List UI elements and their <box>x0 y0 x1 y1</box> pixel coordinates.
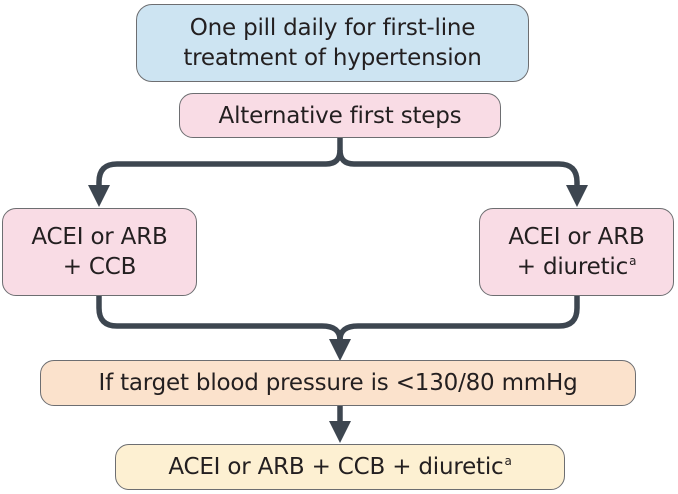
right-option-line-2-text: + diuretic <box>516 254 629 280</box>
alternatives-box: Alternative first steps <box>179 93 501 138</box>
left-option-line-1: ACEI or ARB <box>31 224 168 250</box>
title-box: One pill daily for first-line treatment … <box>136 4 529 82</box>
right-option-line-1: ACEI or ARB <box>508 224 645 250</box>
merge-line-left <box>96 296 343 341</box>
alternatives-label: Alternative first steps <box>218 102 462 129</box>
branch-arrow-right <box>337 149 588 207</box>
title-line-2: treatment of hypertension <box>183 45 482 71</box>
right-option-line-2: + diuretica <box>508 252 644 282</box>
title-line-1: One pill daily for first-line <box>189 15 476 41</box>
right-option-footnote-marker: a <box>629 254 637 268</box>
final-label-wrap: ACEI or ARB + CCB + diuretica <box>168 452 512 482</box>
final-box: ACEI or ARB + CCB + diuretica <box>115 444 565 490</box>
left-option-box: ACEI or ARB + CCB <box>2 208 197 296</box>
final-footnote-marker: a <box>504 454 512 468</box>
branch-arrow-left <box>88 138 343 207</box>
condition-box: If target blood pressure is <130/80 mmHg <box>40 360 636 406</box>
final-label: ACEI or ARB + CCB + diuretic <box>168 454 504 480</box>
right-option-box: ACEI or ARB + diuretica <box>479 208 674 296</box>
condition-label: If target blood pressure is <130/80 mmHg <box>98 370 578 396</box>
merge-line-right <box>337 296 580 341</box>
left-option-line-2: + CCB <box>62 254 137 280</box>
